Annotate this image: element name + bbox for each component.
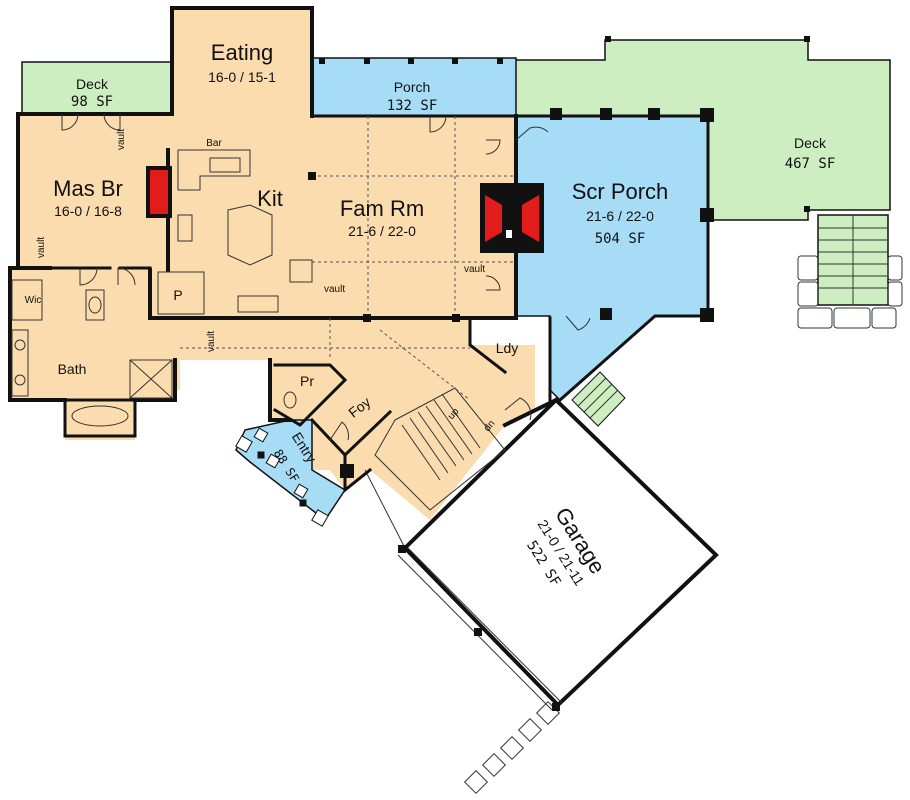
fireplace-master — [146, 166, 172, 218]
bath-fixtures — [11, 279, 297, 409]
mas-br-label: Mas Br — [53, 176, 123, 201]
interior-area — [10, 8, 535, 520]
ldy-label: Ldy — [496, 340, 519, 356]
scr-porch-area: 504 SF — [595, 231, 646, 247]
fam-rm-label: Fam Rm — [340, 196, 424, 221]
scr-porch-dims: 21-6 / 22-0 — [586, 208, 654, 224]
porch-top-label: Porch — [394, 79, 431, 95]
fireplaces — [146, 166, 544, 253]
scr-porch-fill — [515, 115, 709, 402]
ceiling-lines — [180, 116, 516, 401]
paver — [887, 255, 903, 281]
paver — [463, 769, 489, 795]
wic-label: Wic — [25, 295, 42, 306]
paver — [871, 307, 897, 329]
driveway-pavers — [463, 700, 561, 795]
paver — [833, 307, 871, 329]
kitchen-fixtures — [157, 149, 313, 315]
paver — [797, 281, 819, 307]
vault-hall: vault — [206, 331, 217, 352]
paver — [797, 255, 819, 281]
bar-label: Bar — [206, 138, 222, 149]
vault-fam-rm-left: vault — [324, 284, 345, 295]
vault-mas-br-left: vault — [36, 237, 47, 258]
posts — [308, 36, 810, 711]
eating-dims: 16-0 / 15-1 — [208, 69, 276, 85]
deck-right-area — [514, 39, 903, 329]
paver — [481, 752, 507, 778]
garage-fill — [402, 397, 719, 708]
porch-top-area: 132 SF — [387, 98, 438, 114]
entry-pavers — [235, 427, 329, 527]
deck-right-area: 467 SF — [785, 156, 836, 172]
interior-fill — [10, 8, 535, 520]
eating-label: Eating — [211, 40, 273, 65]
deck-left-fill — [21, 61, 173, 115]
walls — [8, 6, 710, 511]
stair-dn-label: dn — [482, 418, 498, 434]
pr-label: Pr — [300, 373, 314, 389]
vault-mas-br: vault — [116, 129, 127, 150]
side-steps — [571, 371, 626, 427]
deck-left-area: 98 SF — [71, 94, 113, 110]
pantry-label: P — [173, 287, 182, 303]
paver — [887, 281, 903, 307]
vault-fam-rm-right: vault — [464, 264, 485, 275]
deck-right-label: Deck — [794, 135, 827, 151]
scr-porch-label: Scr Porch — [572, 179, 669, 204]
kit-label: Kit — [257, 186, 283, 211]
paver — [499, 735, 525, 761]
paver — [797, 307, 833, 329]
mas-br-dims: 16-0 / 16-8 — [54, 203, 122, 219]
bath-label: Bath — [58, 361, 87, 377]
doors — [61, 113, 591, 441]
fam-rm-dims: 21-6 / 22-0 — [348, 223, 416, 239]
deck-left-label: Deck — [76, 76, 109, 92]
paver — [517, 717, 543, 743]
